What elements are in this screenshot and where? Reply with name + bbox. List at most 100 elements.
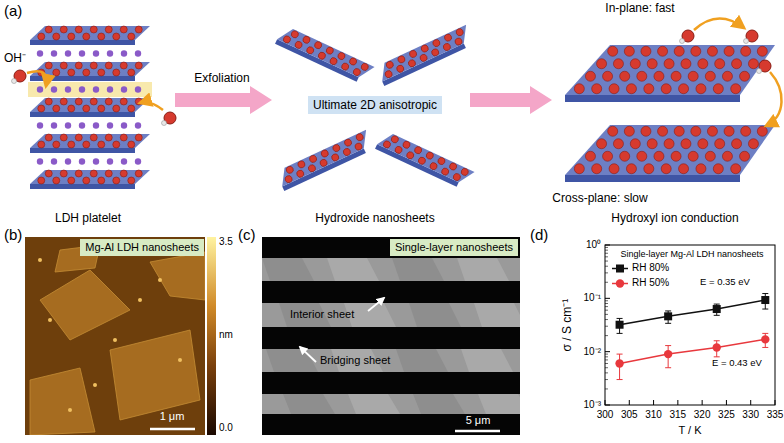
oxygen-atom <box>724 126 734 136</box>
oxygen-atom <box>319 158 328 167</box>
sheet-patch <box>478 394 520 414</box>
sheet-edge <box>565 175 740 182</box>
oxygen-atom <box>681 59 691 69</box>
data-marker <box>761 296 769 304</box>
data-marker <box>713 343 721 351</box>
oxygen-atom <box>597 139 607 149</box>
oxygen-atom <box>452 172 461 181</box>
oxygen-atom <box>60 26 67 33</box>
error-cap <box>617 333 623 334</box>
sheet-patch <box>262 258 314 281</box>
sheet-patch <box>457 258 509 281</box>
particle <box>93 383 97 387</box>
particle <box>113 338 117 342</box>
annotation: In-plane: fast <box>605 2 674 16</box>
y-minor-tick <box>605 319 608 320</box>
oxygen-atom <box>741 126 751 136</box>
axis-title: σ / S cm⁻¹ <box>561 299 575 352</box>
panel-label: (c) <box>238 226 256 243</box>
y-minor-tick <box>605 388 608 389</box>
y-minor-tick <box>605 266 608 267</box>
oxygen-atom <box>53 105 60 112</box>
oxygen-atom <box>654 71 664 81</box>
data-marker <box>615 359 623 367</box>
oxygen-atom <box>705 71 715 81</box>
oxygen-atom <box>68 177 75 184</box>
sheet-edge <box>30 184 135 189</box>
oxygen-atom <box>757 46 767 56</box>
oxygen-atom <box>331 153 340 162</box>
oxygen-atom <box>698 139 708 149</box>
particle <box>38 258 42 262</box>
interlayer-anion <box>135 122 141 128</box>
hydrogen-atom <box>744 39 749 44</box>
oxygen-atom <box>120 98 127 105</box>
oxygen-atom <box>724 46 734 56</box>
oxygen-atom <box>98 69 105 76</box>
y-minor-tick <box>605 253 608 254</box>
substrate <box>262 237 520 435</box>
illustration-part <box>25 237 205 435</box>
oxygen-atom <box>128 69 135 76</box>
legend-label: RH 50% <box>632 277 669 289</box>
oxygen-atom <box>406 151 415 160</box>
oxygen-atom <box>603 151 613 161</box>
data-marker <box>761 335 769 343</box>
oxygen-atom <box>603 71 613 81</box>
sheet-patch <box>461 349 513 372</box>
x-tick <box>677 400 678 405</box>
oxygen-atom <box>282 35 291 44</box>
nanosheet-flake <box>30 368 95 435</box>
sheet-face <box>275 130 372 187</box>
oxygen-atom <box>313 41 322 50</box>
oxygen-atom <box>597 59 607 69</box>
oxygen-atom <box>691 46 701 56</box>
data-line <box>620 300 766 325</box>
oxygen-atom <box>624 126 634 136</box>
oxygen-atom <box>45 26 52 33</box>
oxygen-atom <box>390 135 399 144</box>
plot-frame <box>605 245 775 405</box>
oxygen-atom <box>647 59 657 69</box>
x-tick-label: 320 <box>694 409 711 421</box>
oxygen-atom <box>417 156 426 165</box>
oxygen-atom <box>105 170 112 177</box>
oxygen-atom <box>354 142 363 151</box>
oxygen-atom <box>644 164 654 174</box>
oxygen-atom <box>420 44 429 53</box>
oxygen-atom <box>90 62 97 69</box>
y-minor-tick <box>605 367 608 368</box>
oxygen-atom <box>674 46 684 56</box>
sheet-face <box>30 170 150 184</box>
oxygen-atom <box>613 139 623 149</box>
oxygen-atom <box>296 169 305 178</box>
oxygen-atom <box>608 126 618 136</box>
interlayer-anion <box>93 122 99 128</box>
nanosheet-band <box>262 349 520 372</box>
data-marker <box>713 305 721 313</box>
interlayer-anion <box>121 50 127 56</box>
error-cap <box>762 293 768 294</box>
legend-sample <box>612 265 628 273</box>
nanosheet <box>375 25 475 86</box>
sheet-face <box>377 130 474 187</box>
label-box: Single-layer nanosheets <box>390 239 518 256</box>
y-minor-tick <box>605 247 608 248</box>
y-minor-tick <box>605 354 608 355</box>
nanosheet-band <box>262 258 520 281</box>
oxygen-atom <box>419 53 428 62</box>
oxygen-atom <box>731 164 741 174</box>
particle <box>158 278 162 282</box>
hydrogen-atom <box>757 69 762 74</box>
x-tick-label: 325 <box>718 409 735 421</box>
pointer-arrow <box>368 298 384 311</box>
oxygen-atom <box>45 62 52 69</box>
oxygen-atom <box>425 151 434 160</box>
y-minor-tick <box>605 282 608 283</box>
oxygen-atom <box>707 126 717 136</box>
oxygen-atom <box>306 46 315 55</box>
oxygen-atom <box>352 67 361 76</box>
oxygen-atom <box>413 146 422 155</box>
legend-sample <box>612 279 628 287</box>
